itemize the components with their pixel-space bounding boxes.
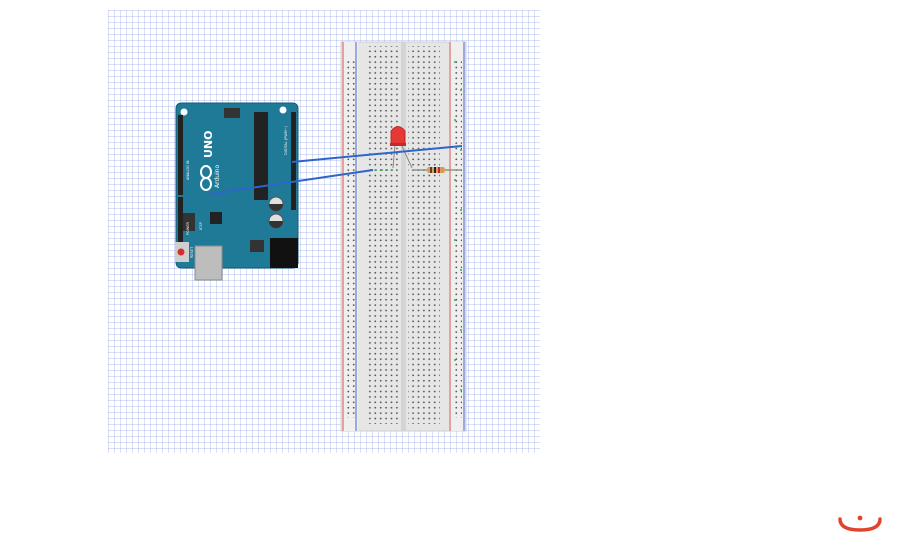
resistor[interactable] xyxy=(412,167,461,173)
jumper-wires[interactable] xyxy=(209,145,463,195)
smile-logo-icon[interactable] xyxy=(837,511,883,533)
workspace-grid-canvas[interactable] xyxy=(108,10,540,453)
board-model-label: UNO xyxy=(202,131,215,159)
red-led[interactable] xyxy=(390,126,413,169)
power-header-label: POWER xyxy=(186,221,190,235)
arduino-logo-icon xyxy=(200,165,212,191)
wire-gnd-to-led[interactable] xyxy=(209,169,374,195)
board-brand-label: Arduino xyxy=(214,164,221,188)
reset-label: RESET xyxy=(190,246,194,258)
wire-pin13-to-rail[interactable] xyxy=(291,145,463,163)
breadboard[interactable] xyxy=(340,41,467,432)
icsp-label: ICSP xyxy=(199,222,203,230)
arduino-uno-board[interactable]: UNO Arduino DIGITAL (PWM~) POWER ANALOG … xyxy=(175,102,299,281)
digital-header-label: DIGITAL (PWM~) xyxy=(284,125,288,155)
analog-header-label: ANALOG IN xyxy=(186,160,190,180)
